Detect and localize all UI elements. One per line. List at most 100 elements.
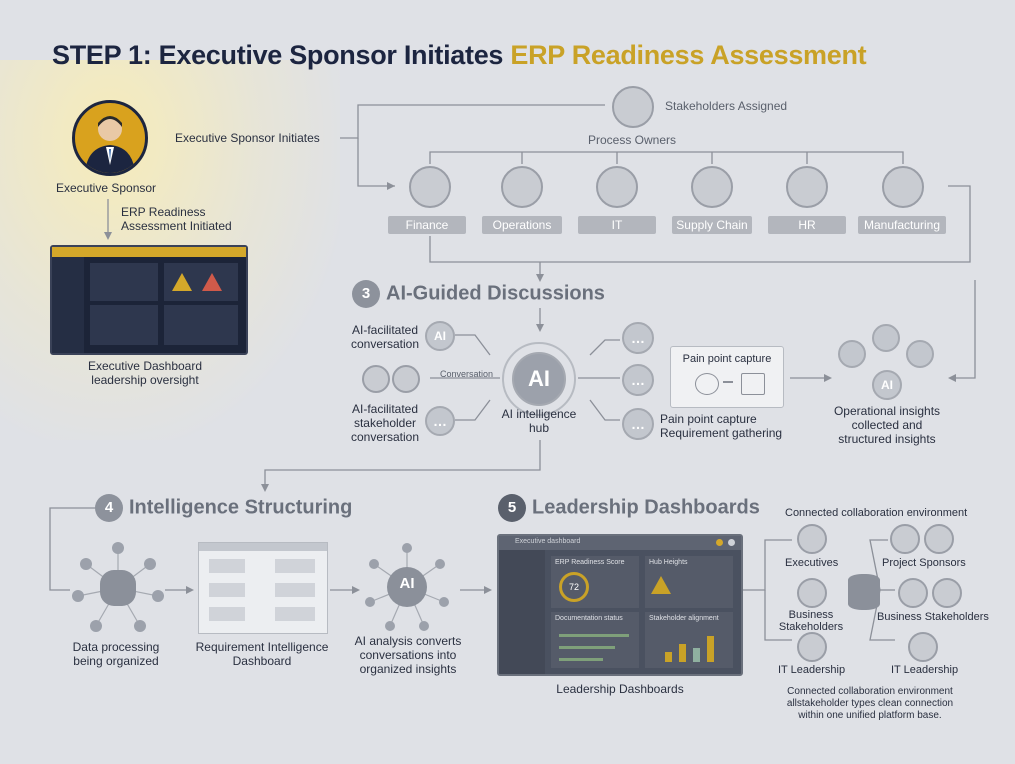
req-line-2: Dashboard [194,654,330,668]
executive-sponsor-avatar [72,100,148,176]
readiness-line-2: Assessment Initiated [121,219,232,233]
executive-dashboard-caption: Executive Dashboard leadership oversight [70,359,220,387]
executives-label: Executives [785,556,838,570]
ai-analysis-text: AI [387,575,427,592]
title-part1: STEP 1: Executive Sponsor Initiates [52,40,510,70]
business-stakeholders-label: Business Stakeholders [877,610,989,624]
hub-line-1: AI intelligence [495,407,583,421]
stakeholder-avatar-2 [392,365,420,393]
section-4-heading: 4 Intelligence Structuring [95,494,352,522]
stakeholder-avatar-1 [362,365,390,393]
ai-line-1: AI analysis converts [348,634,468,648]
finance-avatar [409,166,451,208]
warning-icon [651,576,671,594]
leadership-dashboards-caption: Leadership Dashboards [520,682,720,696]
chart-icon [872,324,900,352]
arrow-icon [723,381,733,383]
business-line-1: Business [776,609,846,621]
pain-point-card: Pain point capture [670,346,784,408]
stakeholder-avatar [612,86,654,128]
person-icon [75,103,145,173]
manufacturing-avatar [882,166,924,208]
stakeholder-alignment-label: Stakeholder alignment [645,612,733,625]
hub-heights-label: Hub Heights [645,556,733,569]
filter-icon [695,373,719,395]
operations-avatar [501,166,543,208]
search-doc-icon [906,340,934,368]
ops-line-3: structured insights [822,432,952,446]
exec-dash-line-2: leadership oversight [70,373,220,387]
executive-initiates-label: Executive Sponsor Initiates [175,131,320,145]
readiness-initiated-label: ERP Readiness Assessment Initiated [121,205,232,233]
section-5-number: 5 [498,494,526,522]
database-hub-icon [848,574,880,610]
docs-status-label: Documentation status [551,612,639,625]
readiness-line-1: ERP Readiness [121,205,232,219]
chat-icon-1: … [622,322,654,354]
data-line-2: being organized [60,654,172,668]
requirement-dashboard-graphic [198,542,328,634]
executive-dashboard-thumbnail [50,245,248,355]
business-stakeholder-avatar-2 [932,578,962,608]
stake-line-1: AI-facilitated [345,402,425,416]
ai-analysis-label: AI analysis converts conversations into … [348,634,468,676]
readiness-gauge: 72 [559,572,589,602]
foot-line-3: within one unified platform base. [770,710,970,722]
req-line-1: Requirement Intelligence [194,640,330,654]
hr-avatar [786,166,828,208]
section-4-title: Intelligence Structuring [129,496,352,518]
business-stakeholder-avatar-1 [898,578,928,608]
ai-small-badge: AI [425,321,455,351]
section-5-heading: 5 Leadership Dashboards [498,494,760,522]
pain-capture-title: Pain point capture [671,352,783,366]
exec-dash-line-1: Executive Dashboard [70,359,220,373]
it-leadership-right-label: IT Leadership [891,663,958,677]
section-4-number: 4 [95,494,123,522]
business-label: Business Stakeholders [776,609,846,633]
project-sponsors-label: Project Sponsors [882,556,966,570]
foot-line-2: allstakeholder types clean connection [770,698,970,710]
sponsor-avatar-1 [890,524,920,554]
person-chat-icon: … [622,364,654,396]
foot-line-1: Connected collaboration environment [770,686,970,698]
requirement-dashboard-label: Requirement Intelligence Dashboard [194,640,330,668]
it-leadership-left-label: IT Leadership [778,663,845,677]
ai-line-2: conversations into [348,648,468,662]
screen-title: Executive dashboard [515,538,580,545]
stakeholders-assigned-label: Stakeholders Assigned [665,99,787,113]
section-5-title: Leadership Dashboards [532,496,760,518]
ai-facilitated-line-1: AI-facilitated [345,323,425,337]
section-3-heading: 3 AI-Guided Discussions [352,280,605,308]
data-processing-label: Data processing being organized [60,640,172,668]
stakeholder-conversation-label: AI-facilitated stakeholder conversation [345,402,425,444]
it-leadership-avatar-left [797,632,827,662]
dept-manufacturing: Manufacturing [858,216,946,234]
ai-facilitated-line-2: conversation [345,337,425,351]
leadership-dashboard-screen: Executive dashboard ERP Readiness Score … [497,534,743,676]
database-icon [838,340,866,368]
document-icon [741,373,765,395]
section-3-number: 3 [352,280,380,308]
ops-line-1: Operational insights [822,404,952,418]
section-3-title: AI-Guided Discussions [386,282,605,304]
data-processing-graphic [70,540,166,636]
collab-footer: Connected collaboration environment alls… [770,686,970,722]
pain-line-2: Requirement gathering [660,426,782,440]
ai-hub-label: AI intelligence hub [495,407,583,435]
dept-finance: Finance [388,216,466,234]
dept-hr: HR [768,216,846,234]
process-owners-label: Process Owners [588,133,676,147]
data-line-1: Data processing [60,640,172,654]
executive-sponsor-label: Executive Sponsor [56,181,156,195]
sponsor-avatar-2 [924,524,954,554]
page-title: STEP 1: Executive Sponsor Initiates ERP … [52,40,866,71]
stake-line-2: stakeholder [345,416,425,430]
operational-insights-label: Operational insights collected and struc… [822,404,952,446]
hub-line-2: hub [495,421,583,435]
ai-facilitated-label: AI-facilitated conversation [345,323,425,351]
ai-hub-icon: AI [512,352,566,406]
it-leadership-avatar-right [908,632,938,662]
pain-line-1: Pain point capture [660,412,782,426]
chat-icon-2: … [622,408,654,440]
title-highlight: ERP Readiness Assessment [510,40,866,70]
